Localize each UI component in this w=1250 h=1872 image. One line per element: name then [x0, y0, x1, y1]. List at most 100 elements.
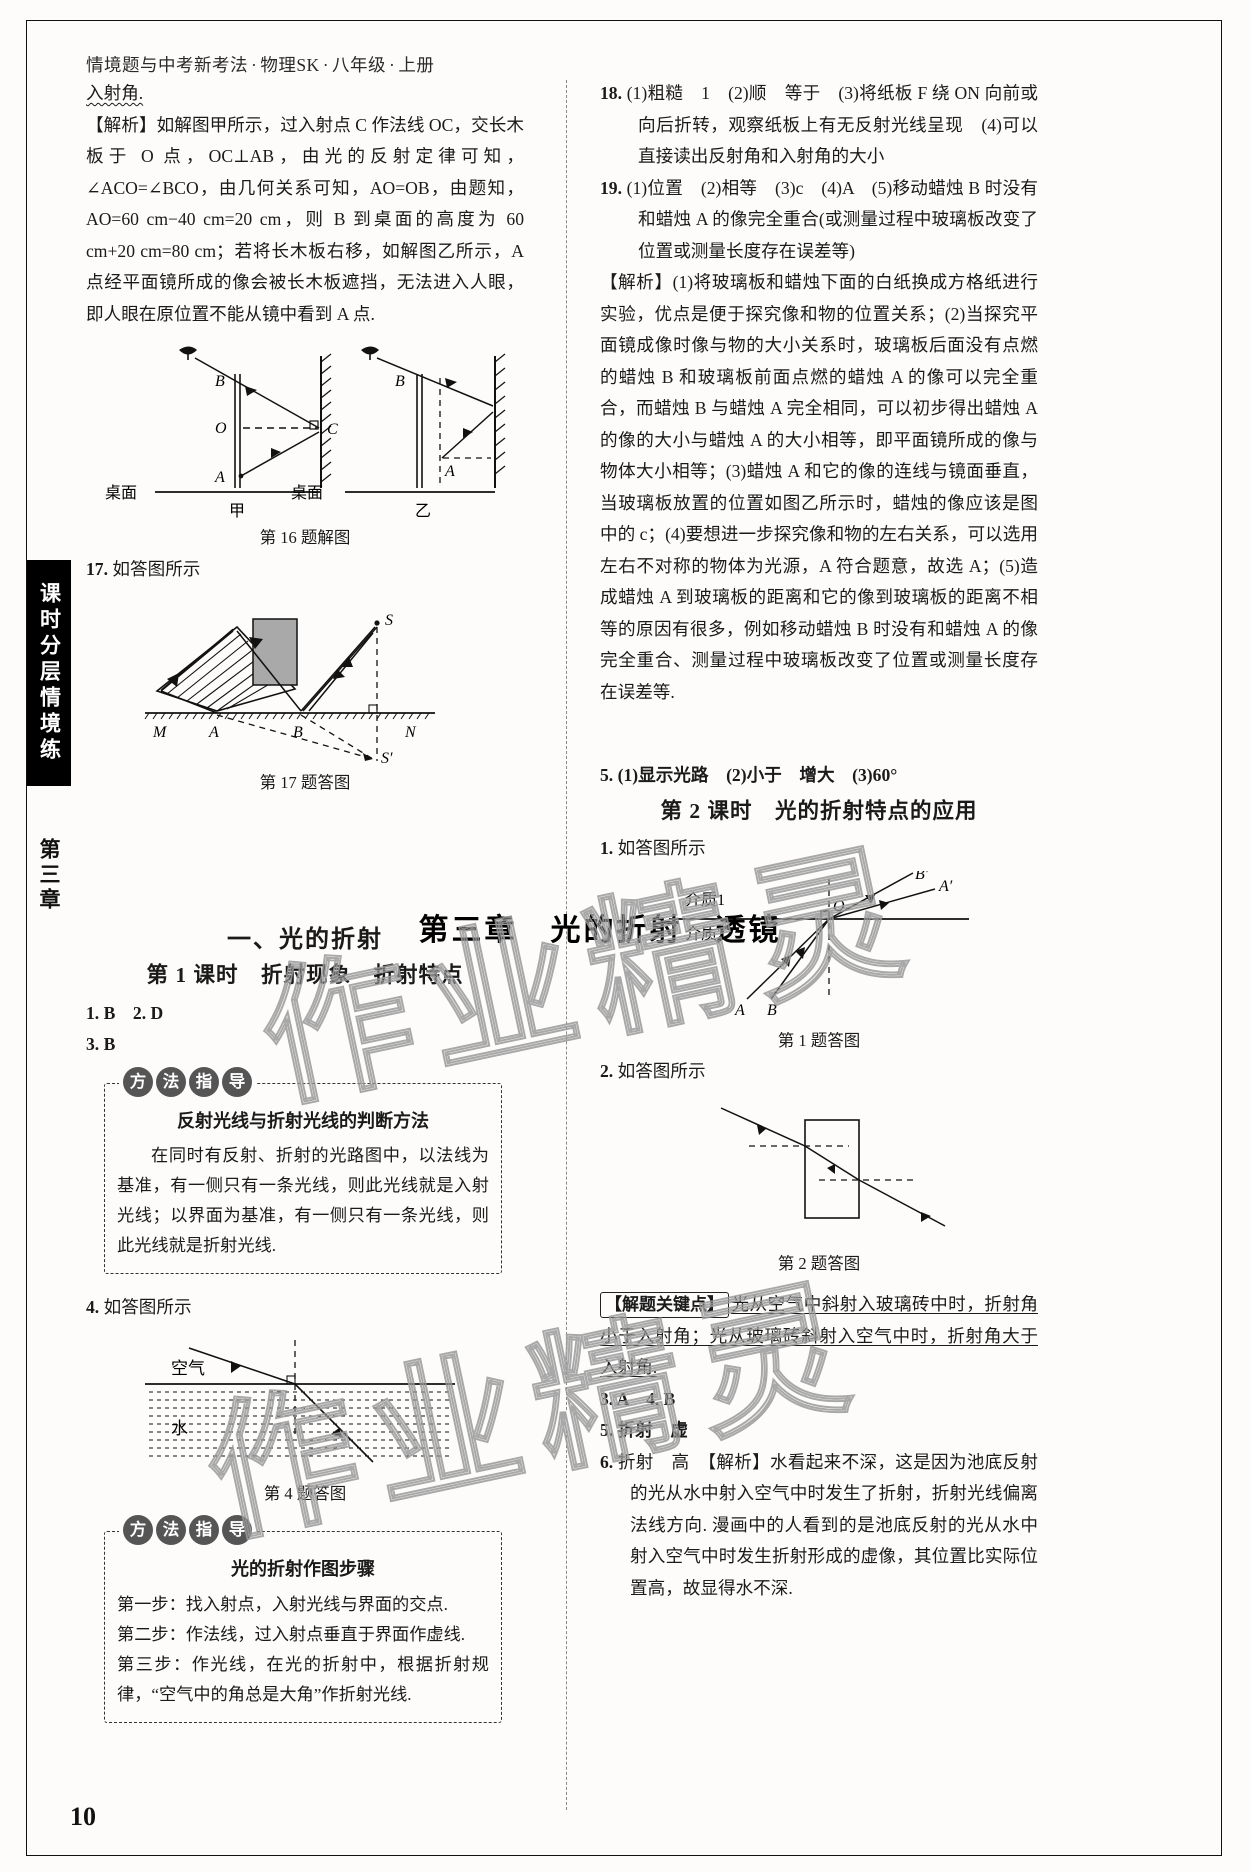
svg-text:水: 水 [171, 1419, 188, 1438]
keypoint-text: 光从空气中斜射入玻璃砖中时，折射角小于入射角；光从玻璃砖斜射入空气中时，折射角大… [600, 1294, 1038, 1377]
q4-number: 4. [86, 1297, 100, 1317]
q19-analysis: 【解析】(1)将玻璃板和蜡烛下面的白纸换成方格纸进行实验，优点是便于探究像和物的… [600, 272, 1038, 702]
badge-char-3: 指 [189, 1066, 219, 1097]
figure-r2-svg [720, 1106, 946, 1227]
method-guide-body-1: 在同时有反射、折射的光路图中，以法线为基准，有一侧只有一条光线，则此光线就是入射… [117, 1146, 489, 1255]
svg-text:桌面: 桌面 [291, 484, 323, 502]
method-guide-title-2: 光的折射作图步骤 [231, 1559, 375, 1579]
svg-text:介质1: 介质1 [685, 891, 725, 909]
r-q1-number: 1. [600, 838, 614, 858]
figure-16-svg: B O A C 桌面 甲 [105, 346, 506, 518]
method-guide-step-2: 第二步：作法线，过入射点垂直于界面作虚线. [117, 1624, 466, 1644]
column-divider [566, 80, 567, 1410]
page-number: 10 [70, 1802, 96, 1831]
svg-text:O: O [215, 420, 227, 437]
figure-r2-caption: 第 2 题答图 [777, 1253, 861, 1273]
r-q2-text: 如答图所示 [617, 1061, 706, 1081]
badge-char-4: 导 [222, 1066, 252, 1097]
running-header: 情境题与中考新考法·物理SK·八年级·上册 [86, 55, 435, 75]
keypoint-label: 【解题关键点】 [600, 1292, 729, 1318]
r-q1-line: 1. 如答图所示 [600, 833, 1038, 865]
q17-line: 17. 如答图所示 [86, 554, 524, 586]
q4-line: 4. 如答图所示 [86, 1292, 524, 1324]
answers-1-2: 1. B 2. D [86, 1002, 164, 1023]
method-guide-box-1: 方 法 指 导 反射光线与折射光线的判断方法 在同时有反射、折射的光路图中，以法… [104, 1066, 502, 1274]
column-divider-lower [566, 1430, 567, 1810]
side-tab-practice: 课时分层情境练 [27, 560, 71, 786]
svg-text:B′: B′ [915, 871, 929, 883]
side-tab-chapter-label: 第三章 [37, 837, 61, 913]
figure-17-caption: 第 17 题答图 [259, 773, 351, 792]
keypoint-paragraph: 【解题关键点】光从空气中斜射入玻璃砖中时，折射角小于入射角；光从玻璃砖斜射入空气… [600, 1289, 1038, 1384]
method-guide-box-2: 方 法 指 导 光的折射作图步骤 第一步：找入射点，入射光线与界面的交点. 第二… [104, 1515, 502, 1723]
chapter-heading: 第三章 光的折射 透镜 [418, 914, 782, 947]
r-q2-line: 2. 如答图所示 [600, 1056, 1038, 1088]
svg-text:A: A [734, 1002, 745, 1019]
svg-text:桌面: 桌面 [105, 484, 137, 502]
lesson-heading-2: 第 2 课时 光的折射特点的应用 [660, 798, 978, 823]
figure-16-caption: 第 16 题解图 [259, 528, 351, 547]
method-guide-badge-2: 方 法 指 导 [119, 1515, 256, 1545]
answer-5b-right: 5. 折射 虚 [600, 1420, 688, 1440]
side-tab-label: 课时分层情境练 [37, 582, 62, 764]
figure-r1: 介质1 介质2 O A B A′ B′ 第 1 题答图 [600, 871, 1038, 1057]
answer-5-right: 5. (1)显示光路 (2)小于 增大 (3)60° [600, 765, 898, 785]
r-q1-text: 如答图所示 [617, 838, 706, 858]
q16-tail-text: 入射角. [86, 83, 144, 103]
q19-line: 19. (1)位置 (2)相等 (3)c (4)A (5)移动蜡烛 B 时没有和… [600, 173, 1038, 268]
q17-number: 17. [86, 558, 108, 579]
badge2-char-1: 方 [123, 1515, 153, 1545]
q19-text: (1)位置 (2)相等 (3)c (4)A (5)移动蜡烛 B 时没有和蜡烛 A… [626, 177, 1038, 261]
svg-text:甲: 甲 [229, 503, 245, 518]
badge2-char-3: 指 [189, 1515, 219, 1545]
answer-3: 3. B [86, 1034, 116, 1054]
method-guide-step-1: 第一步：找入射点，入射光线与界面的交点. [117, 1594, 448, 1614]
svg-text:乙: 乙 [415, 503, 431, 518]
badge2-char-4: 导 [222, 1515, 252, 1545]
svg-text:A: A [208, 724, 219, 741]
svg-text:A: A [444, 463, 455, 480]
side-tab-chapter: 第三章 [34, 810, 64, 940]
svg-text:空气: 空气 [171, 1359, 205, 1378]
header-volume: 上册 [398, 55, 435, 75]
figure-17: S S′ M A B N 第 17 题答图 [86, 591, 524, 799]
figure-r1-caption: 第 1 题答图 [777, 1030, 861, 1050]
svg-text:介质2: 介质2 [685, 925, 725, 943]
figure-4: 空气 水 第 4 题答图 [86, 1330, 524, 1510]
svg-text:M: M [152, 724, 168, 741]
svg-text:B: B [395, 373, 405, 390]
section-heading: 一、光的折射 [227, 926, 383, 953]
header-series: 情境题与中考新考法 [86, 55, 248, 75]
q16-analysis: 【解析】如解图甲所示，过入射点 C 作法线 OC，交长木板于 O 点，OC⊥AB… [86, 114, 524, 324]
svg-text:A′: A′ [938, 878, 953, 895]
left-column: 入射角. 【解析】如解图甲所示，过入射点 C 作法线 OC，交长木板于 O 点，… [86, 78, 524, 1723]
lesson-heading-1: 第 1 课时 折射现象 折射特点 [146, 963, 464, 987]
svg-text:B: B [767, 1002, 777, 1019]
svg-text:S: S [385, 612, 393, 629]
q18-number: 18. [600, 83, 622, 103]
svg-text:S′: S′ [381, 750, 393, 763]
r-q6-number: 6. [600, 1451, 614, 1472]
r-q2-number: 2. [600, 1061, 614, 1081]
figure-16: B O A C 桌面 甲 [86, 336, 524, 554]
badge-char-1: 方 [123, 1066, 153, 1097]
q4-text: 如答图所示 [103, 1297, 192, 1317]
svg-text:B: B [293, 724, 303, 741]
figure-4-caption: 第 4 题答图 [263, 1483, 347, 1503]
r-q6-line: 6. 折射 高 【解析】水看起来不深，这是因为池底反射的光从水中射入空气中时发生… [600, 1447, 1038, 1605]
r-q6-text: 折射 高 【解析】水看起来不深，这是因为池底反射的光从水中射入空气中时发生了折射… [617, 1451, 1038, 1598]
badge2-char-2: 法 [156, 1515, 186, 1545]
q19-number: 19. [600, 177, 622, 198]
method-guide-badge-1: 方 法 指 导 [119, 1066, 256, 1097]
figure-r1-svg: 介质1 介质2 O A B A′ B′ [669, 871, 969, 1019]
svg-text:B: B [215, 373, 225, 390]
figure-17-svg: S S′ M A B N [144, 612, 435, 763]
method-guide-step-3: 第三步：作光线，在光的折射中，根据折射规律，“空气中的角总是大角”作折射光线. [117, 1654, 489, 1704]
badge-char-2: 法 [156, 1066, 186, 1097]
q17-text: 如答图所示 [112, 558, 201, 579]
svg-text:O: O [833, 898, 845, 915]
q18-text: (1)粗糙 1 (2)顺 等于 (3)将纸板 F 绕 ON 向前或向后折转，观察… [626, 83, 1038, 166]
figure-r2: 第 2 题答图 [600, 1094, 1038, 1280]
svg-text:A: A [214, 469, 225, 486]
